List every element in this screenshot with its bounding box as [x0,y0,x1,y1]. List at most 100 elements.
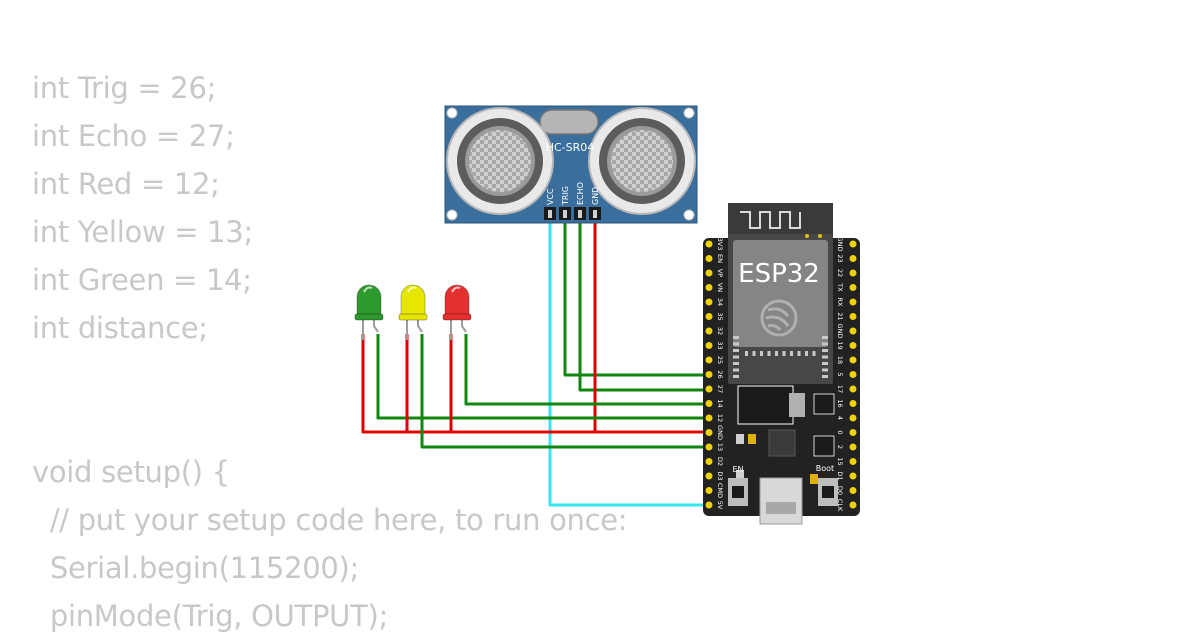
module-shield [733,240,828,347]
board-pin[interactable] [705,240,713,248]
board-pin[interactable] [849,356,857,364]
board-pin[interactable] [849,371,857,378]
sensor-pin-label: TRIG [561,186,570,206]
board-pins: 3V3ENVPVN343532332526271412GND13D2D3CMD5… [705,237,857,512]
board-pin[interactable] [849,472,857,480]
wire-trig[interactable] [563,220,709,377]
board-pin-label: 3V3 [716,238,724,251]
board-pin[interactable] [705,443,713,451]
board-pin[interactable] [705,414,713,422]
board-pin[interactable] [705,284,713,291]
board-pin[interactable] [849,255,857,262]
board-pin-label: 13 [716,443,724,451]
board-pin[interactable] [849,429,857,436]
board-pin[interactable] [705,400,713,407]
code-line: int Trig = 26; [32,71,217,105]
board-pin[interactable] [849,269,857,277]
board-pin-label: D1 [836,471,844,480]
board-pin-label: EN [716,254,724,263]
board-pin-label: 26 [716,370,724,378]
led-yellow[interactable] [398,284,428,340]
wire-red-signal[interactable] [464,334,709,406]
led-red[interactable] [442,284,472,340]
led-green[interactable] [354,284,384,340]
board-pin[interactable] [705,472,713,480]
en-button[interactable] [728,478,748,506]
wire-gnd-green[interactable] [361,334,709,434]
regulator [737,385,794,425]
board-pin[interactable] [705,429,713,436]
board-pin[interactable] [849,501,857,509]
board-pin-label: GND [716,425,724,440]
boot-button[interactable] [818,478,838,506]
wire-gnd-sensor[interactable] [593,220,709,434]
board-pin[interactable] [705,371,713,378]
wire-green-signal[interactable] [376,334,709,420]
board-pin-label: 4 [836,416,844,420]
board-pin-label: 17 [836,385,844,393]
sensor-pin-label: GND [591,187,600,205]
usb-bridge-chip [768,429,796,457]
board-pin[interactable] [705,501,713,509]
wire-yellow-signal[interactable] [420,334,709,449]
board-pin-label: 5 [836,372,844,376]
board-pin[interactable] [849,487,857,494]
code-line: // put your setup code here, to run once… [32,503,628,537]
board-pin-label: 12 [716,414,724,422]
board-pin-label: 16 [836,399,844,407]
code-editor-text: int Trig = 26; int Echo = 27; int Red = 12… [32,64,628,640]
board-pin[interactable] [705,269,713,277]
board-pin[interactable] [849,443,857,451]
code-line: int Yellow = 13; [32,215,253,249]
board-pin[interactable] [705,487,713,494]
transducer-left [446,107,554,215]
en-label: EN [732,465,743,474]
board-pin-label: TX [836,282,844,292]
code-line: int Green = 14; [32,263,252,297]
leds [354,284,472,340]
board-pin-label: GND [836,237,844,252]
board-pin[interactable] [849,400,857,407]
board-pin[interactable] [705,327,713,335]
usb-port[interactable] [759,477,803,525]
board-name: ESP32 [738,259,820,289]
board-pin[interactable] [849,298,857,306]
board-pin-label: CMD [716,483,724,498]
board-pin-label: 14 [716,399,724,407]
board-pin[interactable] [849,414,857,422]
board-pin[interactable] [705,385,713,393]
board-pin[interactable] [849,313,857,320]
board-pin[interactable] [849,385,857,393]
board-pin-label: 23 [836,254,844,262]
board-pin-label: 21 [836,312,844,320]
board-pin[interactable] [705,342,713,349]
board-pin[interactable] [705,356,713,364]
board-pin[interactable] [849,240,857,248]
transducer-right [588,107,696,215]
board-pin[interactable] [705,298,713,306]
board-pin-label: 2 [836,445,844,449]
wires [361,220,709,507]
board-pin-label: RX [836,298,844,308]
code-line: int distance; [32,311,208,345]
wire-vcc[interactable] [548,220,709,507]
board-pin[interactable] [705,458,713,465]
board-pin-label: D2 [716,457,724,466]
code-line: int Echo = 27; [32,119,235,153]
board-pin[interactable] [849,284,857,291]
board-pin-label: 18 [836,356,844,364]
board-pin[interactable] [849,342,857,349]
board-pin-label: D3 [716,471,724,480]
board-pin[interactable] [849,327,857,335]
board-pin[interactable] [849,458,857,465]
code-line: pinMode(Trig, OUTPUT); [32,599,388,633]
code-line: int Red = 12; [32,167,220,201]
code-line: void setup() { [32,455,230,489]
board-pin[interactable] [705,313,713,320]
wire-echo[interactable] [578,220,709,392]
board-pin[interactable] [705,255,713,262]
